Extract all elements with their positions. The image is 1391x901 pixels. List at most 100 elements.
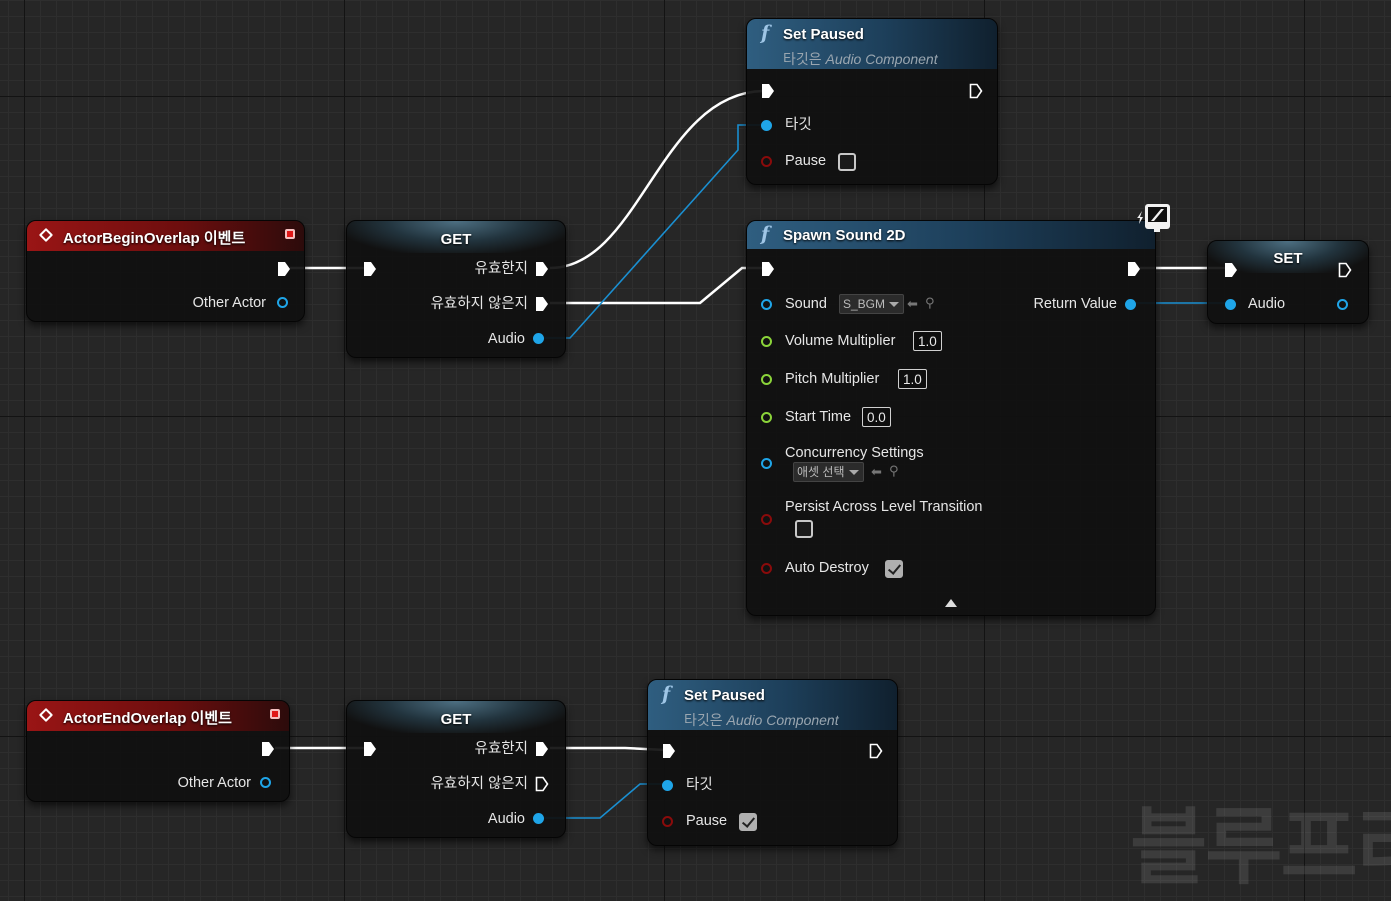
concurrency-label: Concurrency Settings bbox=[785, 445, 924, 461]
audio-in-pin[interactable] bbox=[1225, 299, 1236, 310]
return-value-pin[interactable] bbox=[1125, 299, 1136, 310]
start-time-label: Start Time bbox=[785, 409, 852, 425]
exec-in-pin[interactable] bbox=[761, 261, 775, 277]
exec-out-pin[interactable] bbox=[277, 261, 291, 277]
audio-out-pin[interactable] bbox=[1337, 299, 1348, 310]
persist-checkbox[interactable] bbox=[795, 520, 813, 538]
concurrency-asset-dropdown[interactable]: 애셋 선택 bbox=[793, 462, 864, 482]
other-actor-pin[interactable] bbox=[277, 297, 288, 308]
pause-label: Pause bbox=[686, 813, 728, 829]
node-title: GET bbox=[440, 231, 472, 248]
set-paused-node-bottom[interactable]: f Set Paused 타깃은 Audio Component 타깃 Paus… bbox=[647, 679, 898, 846]
function-header bbox=[648, 680, 897, 730]
blueprint-watermark: 블루프리 bbox=[1130, 798, 1391, 896]
function-header bbox=[747, 221, 1155, 249]
other-actor-pin[interactable] bbox=[260, 777, 271, 788]
node-title: Set Paused bbox=[783, 26, 864, 43]
exec-out-pin[interactable] bbox=[869, 743, 883, 759]
subtitle-prefix: 타깃은 bbox=[783, 51, 822, 67]
use-selected-arrow-icon[interactable]: ⬅ bbox=[907, 296, 918, 311]
exec-in-pin[interactable] bbox=[363, 261, 377, 277]
start-time-pin[interactable] bbox=[761, 412, 772, 423]
target-label: 타깃 bbox=[686, 777, 713, 793]
delegate-pin-icon[interactable] bbox=[285, 229, 295, 239]
exec-wire bbox=[550, 266, 765, 305]
node-title: SET bbox=[1273, 250, 1303, 267]
spawn-sound-2d-node[interactable]: f Spawn Sound 2D Sound S_BGM ⬅ ⚲ Return … bbox=[746, 220, 1156, 616]
target-label: 타깃 bbox=[785, 117, 812, 133]
sound-asset-dropdown[interactable]: S_BGM bbox=[839, 294, 905, 314]
get-audio-node-bottom[interactable]: GET 유효한지 유효하지 않은지 Audio bbox=[346, 700, 566, 838]
actor-end-overlap-node[interactable]: ActorEndOverlap 이벤트 Other Actor bbox=[26, 700, 290, 802]
function-icon: f bbox=[662, 683, 671, 705]
subtitle-class: Audio Component bbox=[825, 51, 938, 67]
subtitle-class: Audio Component bbox=[726, 712, 839, 728]
pitch-pin[interactable] bbox=[761, 374, 772, 385]
get-header bbox=[347, 701, 565, 733]
is-valid-label: 유효한지 bbox=[474, 741, 528, 757]
pause-label: Pause bbox=[785, 153, 827, 169]
pause-pin[interactable] bbox=[761, 156, 772, 167]
exec-in-pin[interactable] bbox=[662, 743, 676, 759]
exec-out-pin[interactable] bbox=[969, 83, 983, 99]
node-subtitle: 타깃은 Audio Component bbox=[783, 49, 938, 69]
sound-pin[interactable] bbox=[761, 299, 772, 310]
auto-destroy-pin[interactable] bbox=[761, 563, 772, 574]
exec-out-pin[interactable] bbox=[1338, 262, 1352, 278]
node-title: ActorBeginOverlap 이벤트 bbox=[63, 230, 246, 247]
node-title: Set Paused bbox=[684, 687, 765, 704]
target-pin[interactable] bbox=[662, 780, 673, 791]
auto-destroy-checkbox[interactable] bbox=[885, 560, 903, 578]
is-not-valid-exec-pin[interactable] bbox=[535, 296, 549, 312]
exec-out-pin[interactable] bbox=[261, 741, 275, 757]
audio-label: Audio bbox=[487, 811, 525, 827]
volume-pin[interactable] bbox=[761, 336, 772, 347]
exec-in-pin[interactable] bbox=[761, 83, 775, 99]
exec-in-pin[interactable] bbox=[363, 741, 377, 757]
volume-label: Volume Multiplier bbox=[785, 333, 896, 349]
sound-label: Sound bbox=[785, 296, 827, 312]
pause-pin[interactable] bbox=[662, 816, 673, 827]
browse-search-icon[interactable]: ⚲ bbox=[889, 463, 899, 478]
object-wire bbox=[543, 124, 768, 339]
node-title: ActorEndOverlap 이벤트 bbox=[63, 710, 232, 727]
is-valid-exec-pin[interactable] bbox=[535, 741, 549, 757]
target-pin[interactable] bbox=[761, 120, 772, 131]
use-selected-arrow-icon[interactable]: ⬅ bbox=[871, 464, 882, 479]
browse-search-icon[interactable]: ⚲ bbox=[925, 295, 935, 310]
pitch-label: Pitch Multiplier bbox=[785, 371, 880, 387]
delegate-pin-icon[interactable] bbox=[270, 709, 280, 719]
exec-wire bbox=[549, 89, 766, 270]
set-audio-node[interactable]: SET Audio bbox=[1207, 240, 1369, 324]
audio-out-pin[interactable] bbox=[533, 333, 544, 344]
collapse-arrow-icon[interactable] bbox=[944, 598, 958, 608]
pause-checkbox[interactable] bbox=[739, 813, 757, 831]
auto-destroy-label: Auto Destroy bbox=[785, 560, 869, 576]
pause-checkbox[interactable] bbox=[838, 153, 856, 171]
concurrency-pin[interactable] bbox=[761, 458, 772, 469]
is-not-valid-label: 유효하지 않은지 bbox=[430, 776, 528, 792]
persist-pin[interactable] bbox=[761, 514, 772, 525]
node-title: GET bbox=[440, 711, 472, 728]
persist-label: Persist Across Level Transition bbox=[785, 499, 983, 515]
pitch-input[interactable]: 1.0 bbox=[898, 369, 927, 389]
node-title: Spawn Sound 2D bbox=[783, 227, 906, 244]
volume-input[interactable]: 1.0 bbox=[913, 331, 942, 351]
exec-out-pin[interactable] bbox=[1127, 261, 1141, 277]
actor-begin-overlap-node[interactable]: ActorBeginOverlap 이벤트 Other Actor bbox=[26, 220, 305, 322]
audio-out-pin[interactable] bbox=[533, 813, 544, 824]
other-actor-label: Other Actor bbox=[177, 775, 251, 791]
function-header bbox=[747, 19, 997, 69]
node-subtitle: 타깃은 Audio Component bbox=[684, 710, 839, 730]
subtitle-prefix: 타깃은 bbox=[684, 712, 723, 728]
is-not-valid-exec-pin[interactable] bbox=[535, 776, 549, 792]
is-not-valid-label: 유효하지 않은지 bbox=[430, 296, 528, 312]
start-time-input[interactable]: 0.0 bbox=[862, 407, 891, 427]
set-paused-node-top[interactable]: f Set Paused 타깃은 Audio Component 타깃 Paus… bbox=[746, 18, 998, 185]
exec-in-pin[interactable] bbox=[1224, 262, 1238, 278]
get-audio-node-top[interactable]: GET 유효한지 유효하지 않은지 Audio bbox=[346, 220, 566, 358]
is-valid-exec-pin[interactable] bbox=[535, 261, 549, 277]
audio-label: Audio bbox=[487, 331, 525, 347]
other-actor-label: Other Actor bbox=[192, 295, 266, 311]
is-valid-label: 유효한지 bbox=[474, 261, 528, 277]
